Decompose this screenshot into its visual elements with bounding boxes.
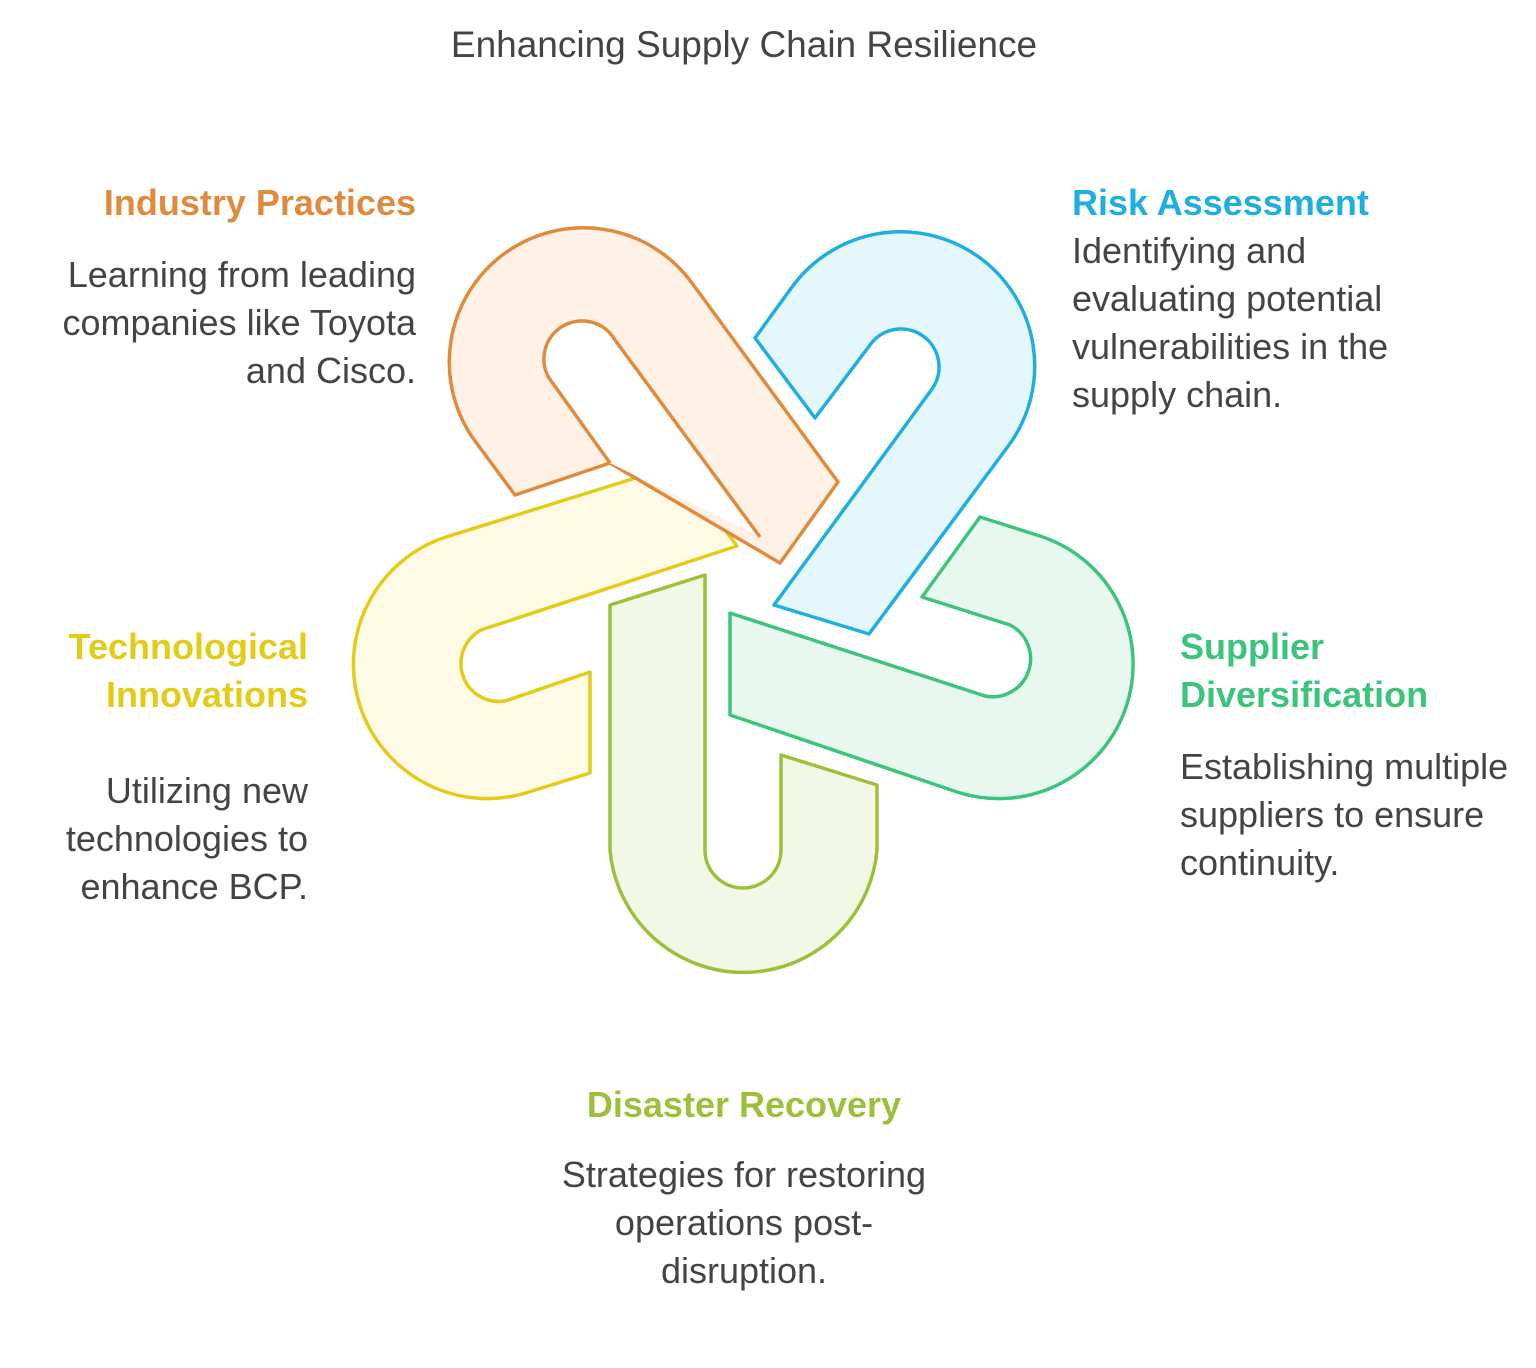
- risk-assessment-title: Risk Assessment: [1072, 182, 1369, 223]
- technological-innovations-description: Utilizing new technologies to enhance BC…: [65, 770, 308, 907]
- supplier-diversification-description: Establishing multiple suppliers to ensur…: [1180, 746, 1509, 883]
- risk-assessment-link: [753, 230, 1037, 636]
- supplier-diversification-link: [728, 515, 1135, 801]
- disaster-recovery-description: Strategies for restoring operations post…: [561, 1154, 927, 1291]
- disaster-recovery-link: [608, 573, 879, 975]
- page-title: Enhancing Supply Chain Resilience: [450, 24, 1038, 65]
- disaster-recovery-title: Disaster Recovery: [586, 1084, 902, 1125]
- risk-assessment-description: Identifying and evaluating potential vul…: [1072, 230, 1389, 415]
- industry-practices-title: Industry Practices: [103, 182, 416, 223]
- technological-innovations-title: Technological Innovations: [68, 626, 308, 715]
- technological-innovations-link: [351, 463, 739, 801]
- industry-practices-description: Learning from leading companies like Toy…: [62, 254, 416, 391]
- industry-practices-inner: [542, 319, 762, 539]
- supplier-diversification-title: Supplier Diversification: [1180, 626, 1429, 715]
